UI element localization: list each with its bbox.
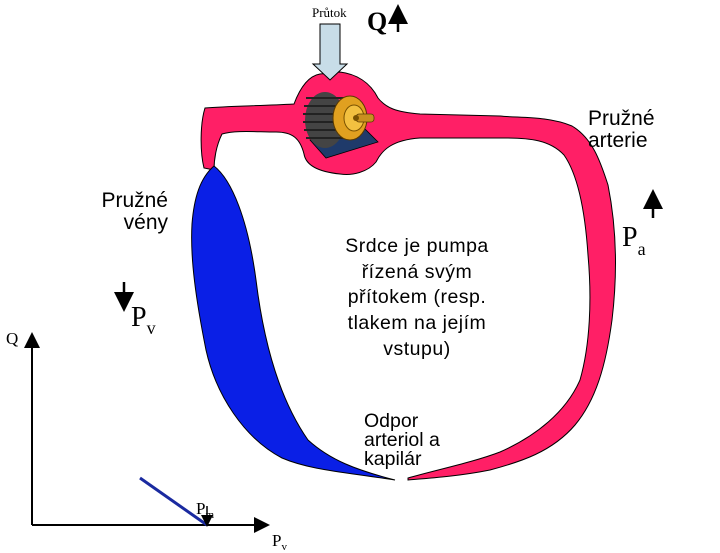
- pump-motor-icon: [303, 92, 379, 159]
- circulation-diagram: Průtok Q Pružné arterie Pa Pružné vény P…: [6, 4, 663, 553]
- graph-pm-main: P: [196, 498, 206, 518]
- venous-return-curve: [139, 476, 208, 527]
- pa-main: P: [622, 222, 638, 254]
- artery-label: Pružné arterie: [588, 107, 655, 153]
- graph-pm-label: Pm: [196, 482, 215, 521]
- diagram-graphics: [24, 4, 663, 533]
- graph-pv-sub: v: [281, 540, 287, 553]
- pa-sub: a: [637, 239, 646, 260]
- venous-return-graph: [24, 332, 270, 533]
- pv-label: Pv: [131, 274, 156, 338]
- inflow-arrow: [311, 23, 349, 81]
- resistance-label: Odpor arteriol a kapilár: [364, 410, 440, 471]
- graph-q-label: Q: [6, 329, 19, 348]
- vein-label: Pružné vény: [101, 189, 168, 235]
- graph-pm-sub: m: [205, 508, 215, 521]
- pa-label: Pa: [622, 194, 646, 259]
- vein-chamber: [191, 165, 396, 481]
- pv-main: P: [131, 302, 147, 334]
- artery-loop: [200, 71, 616, 481]
- heart-pump-caption: Srdce je pumpa řízená svým přítokem (res…: [345, 235, 489, 360]
- graph-pv-label: Pv: [272, 514, 287, 553]
- inflow-label: Průtok: [312, 5, 347, 20]
- pv-sub: v: [146, 318, 156, 339]
- q-top-label: Q: [367, 7, 388, 36]
